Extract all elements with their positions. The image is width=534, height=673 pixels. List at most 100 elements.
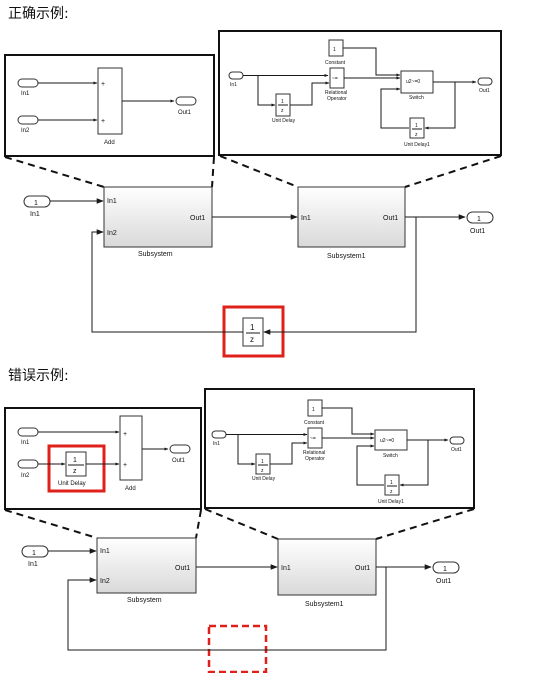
outport-out1[interactable] (432, 561, 460, 574)
missing-unit-delay-highlight (207, 624, 268, 673)
switch-condition: u2~=0 (380, 438, 394, 444)
subsystem-port-out1: Out1 (175, 565, 190, 572)
subsystem-block[interactable] (103, 186, 213, 248)
feedback-line (91, 229, 243, 333)
zoom-line (404, 155, 502, 188)
wrong-add-subsystem-detail: In1 In2 1 z Unit Delay + + Add Out1 (4, 407, 202, 510)
subsystem1-port-out1: Out1 (355, 565, 370, 572)
detail-frame (218, 30, 502, 156)
unit-delay-label: Unit Delay (272, 118, 296, 124)
detail-frame (204, 388, 475, 509)
inport-in2[interactable] (17, 459, 39, 469)
delay-num: 1 (390, 480, 393, 486)
inport-in1[interactable] (228, 71, 244, 80)
outport-out1[interactable] (169, 444, 191, 454)
signal-line (257, 75, 276, 107)
zoom-line (195, 509, 202, 539)
delay-den: z (415, 132, 418, 138)
signal-line (424, 82, 456, 130)
add-label: Add (104, 140, 115, 146)
zoom-line (4, 156, 105, 188)
unit-delay1-block[interactable] (384, 474, 400, 496)
highlight-unit-delay (47, 444, 106, 493)
constant-block[interactable] (328, 39, 344, 57)
constant-label: Constant (325, 60, 346, 66)
port-number: 1 (32, 550, 36, 557)
outport-out1[interactable] (477, 77, 493, 86)
signal-line (290, 81, 330, 106)
correct-main-diagram: 1 In1 In1 In2 Out1 Subsystem In1 Out1 Su… (23, 186, 494, 358)
delay-num: 1 (73, 457, 77, 464)
unit-delay1-block[interactable] (409, 117, 425, 139)
outport-out1[interactable] (449, 436, 465, 445)
outport-out1[interactable] (466, 211, 494, 224)
unit-delay-label: Unit Delay (58, 481, 86, 487)
constant-label: Constant (304, 420, 325, 426)
signal-line (237, 434, 256, 466)
zoom-line (4, 509, 98, 539)
delay-num: 1 (415, 123, 418, 129)
signal-line (322, 407, 375, 436)
relop-label: Relational (303, 450, 325, 456)
correct-heading: 正确示例: (8, 6, 69, 22)
inport-in1[interactable] (211, 430, 227, 439)
outport-out1[interactable] (175, 96, 197, 106)
subsystem1-label: Subsystem1 (305, 601, 344, 608)
subsystem1-label: Subsystem1 (327, 253, 366, 260)
inport-in1[interactable] (17, 427, 39, 437)
add-block[interactable] (97, 67, 123, 135)
relop-symbol: ~= (310, 436, 316, 442)
inport-in1[interactable] (17, 78, 39, 88)
subsystem-port-in2: In2 (107, 230, 117, 237)
subsystem-port-out1: Out1 (190, 215, 205, 222)
subsystem1-block[interactable] (277, 538, 377, 596)
subsystem-port-in2: In2 (100, 578, 110, 585)
out1-label: Out1 (436, 578, 451, 585)
signal-line (399, 440, 429, 487)
plus-sign: + (123, 462, 127, 469)
plus-sign: + (101, 118, 105, 125)
constant-value: 1 (312, 407, 315, 413)
correct-add-subsystem-detail: In1 In2 + + Add Out1 (4, 54, 215, 157)
out1-label: Out1 (172, 458, 186, 464)
unit-delay1-label: Unit Delay1 (378, 499, 404, 505)
port-number: 1 (477, 216, 481, 223)
delay-num: 1 (281, 99, 284, 105)
add-label: Add (125, 486, 136, 492)
subsystem-block[interactable] (96, 537, 197, 594)
inport-in2[interactable] (17, 115, 39, 125)
out1-label: Out1 (451, 447, 462, 453)
port-number: 1 (443, 566, 447, 573)
delay-num: 1 (250, 323, 255, 332)
unit-delay1-label: Unit Delay1 (404, 142, 430, 148)
subsystem1-block[interactable] (297, 186, 406, 248)
feedback-line (67, 567, 387, 651)
zoom-line (211, 156, 215, 188)
unit-delay-label: Unit Delay (252, 476, 276, 482)
constant-block[interactable] (307, 399, 323, 417)
add-block[interactable] (119, 415, 143, 481)
in1-label: In1 (213, 441, 220, 447)
in2-label: In2 (21, 473, 30, 479)
in1-label: In1 (30, 211, 40, 218)
signal-line (343, 47, 401, 77)
subsystem-label: Subsystem (127, 597, 162, 604)
delay-den: z (73, 468, 77, 475)
subsystem-label: Subsystem (138, 251, 173, 258)
in1-label: In1 (21, 91, 30, 97)
subsystem1-port-out1: Out1 (383, 215, 398, 222)
constant-value: 1 (333, 47, 336, 53)
delay-num: 1 (261, 459, 264, 465)
correct-switch-subsystem-detail: In1 1 Constant ~= Relational Operator 1 … (218, 30, 502, 156)
relop-label: Relational (325, 90, 347, 96)
delay-den: z (261, 468, 264, 474)
in2-label: In2 (21, 128, 30, 134)
signal-line (270, 441, 308, 465)
signal-line (380, 87, 409, 129)
plus-sign: + (101, 81, 105, 88)
wrong-main-diagram: 1 In1 In1 In2 Out1 Subsystem In1 Out1 Su… (21, 537, 460, 673)
subsystem1-port-in1: In1 (301, 215, 311, 222)
switch-condition: u2~=0 (406, 79, 420, 85)
out1-label: Out1 (178, 110, 192, 116)
